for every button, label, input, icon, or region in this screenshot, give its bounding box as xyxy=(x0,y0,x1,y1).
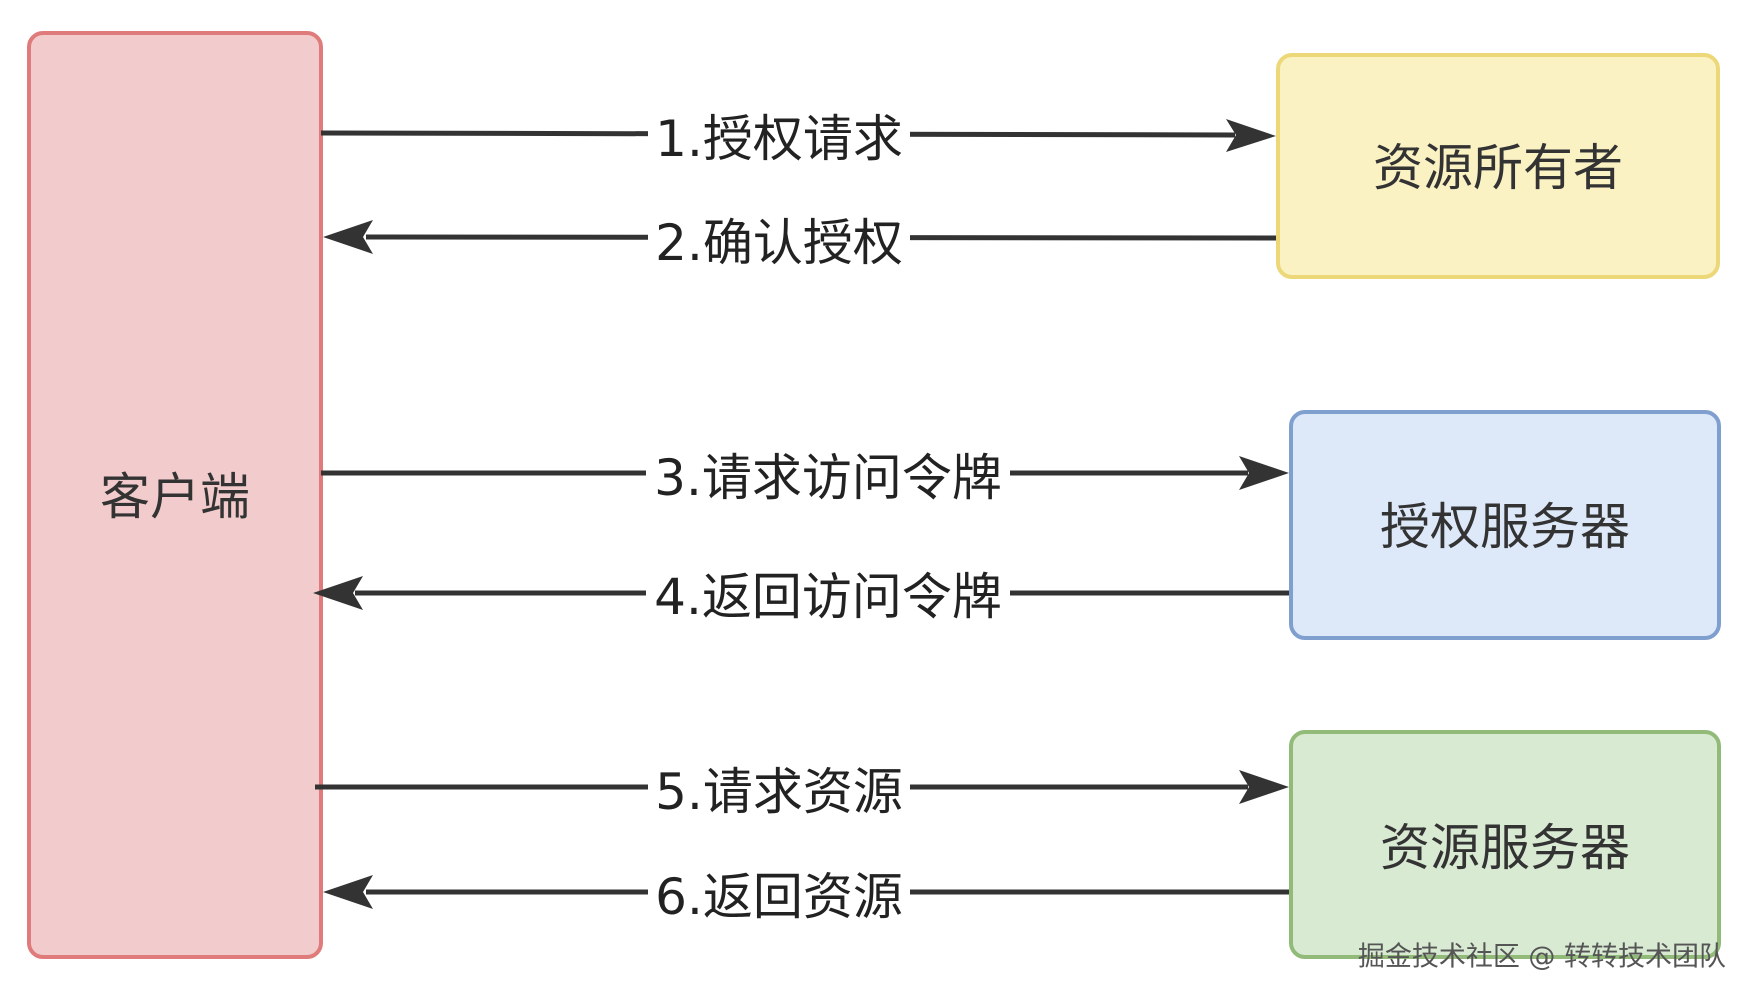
edge-4-label-bg xyxy=(646,565,1010,621)
edge-4-label: 4.返回访问令牌 xyxy=(654,568,1002,626)
watermark-text: 掘金技术社区 @ 转转技术团队 xyxy=(1358,942,1726,973)
resource-server-node: 资源服务器 xyxy=(1289,730,1721,959)
edge-6-return-resource: 6.返回资源 xyxy=(323,866,1289,926)
edge-2-label-bg xyxy=(648,212,910,268)
edge-2-confirm-authorization: 2.确认授权 xyxy=(323,212,1277,272)
edge-3-arrowhead xyxy=(1239,456,1289,490)
edge-1-label: 1.授权请求 xyxy=(655,110,903,168)
auth-server-box xyxy=(1289,410,1721,640)
edge-1-arrowhead xyxy=(1226,119,1276,152)
edge-5-request-resource: 5.请求资源 xyxy=(315,760,1289,821)
resource-owner-node: 资源所有者 xyxy=(1276,53,1720,279)
auth-server-label: 授权服务器 xyxy=(1380,498,1630,556)
resource-owner-label: 资源所有者 xyxy=(1373,139,1623,197)
resource-server-box xyxy=(1289,730,1721,959)
edge-3-label: 3.请求访问令牌 xyxy=(654,449,1002,507)
edge-4-return-access-token: 4.返回访问令牌 xyxy=(313,565,1289,626)
edge-6-label-bg xyxy=(648,866,910,922)
edge-2-label: 2.确认授权 xyxy=(655,214,903,272)
edge-6-label: 6.返回资源 xyxy=(655,868,903,926)
edge-3-request-access-token: 3.请求访问令牌 xyxy=(321,446,1289,507)
resource-server-label: 资源服务器 xyxy=(1380,819,1630,877)
edge-1-label-bg xyxy=(648,108,910,164)
edge-5-arrowhead xyxy=(1239,770,1289,804)
edge-2-arrowhead xyxy=(323,220,373,254)
resource-owner-box xyxy=(1276,53,1720,279)
client-label: 客户端 xyxy=(100,468,250,526)
edge-5-label-bg xyxy=(648,760,910,816)
client-box xyxy=(27,31,323,959)
edge-6-arrowhead xyxy=(323,875,373,909)
edge-1-authorization-request: 1.授权请求 xyxy=(320,108,1276,168)
edge-5-label: 5.请求资源 xyxy=(655,763,903,821)
auth-server-node: 授权服务器 xyxy=(1289,410,1721,640)
edge-4-arrowhead xyxy=(313,576,363,610)
edge-3-label-bg xyxy=(646,446,1010,502)
client-node: 客户端 xyxy=(27,31,323,959)
